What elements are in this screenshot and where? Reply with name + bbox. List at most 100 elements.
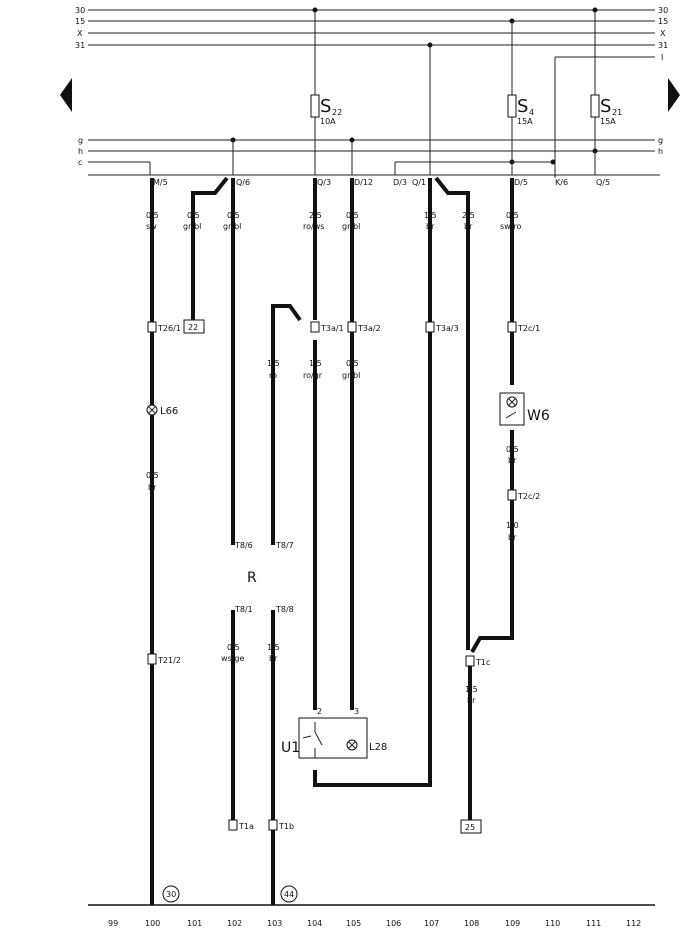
connector-t8-6: T8/6 (234, 541, 253, 550)
wire-color-103b: br (269, 654, 278, 663)
wire-size-100: 0,5 (146, 211, 159, 220)
thick-wires (150, 176, 514, 905)
fuse-s22-name: S (320, 96, 331, 117)
right-arrow-icon[interactable] (668, 78, 680, 112)
wire-size-103b: 1,5 (267, 643, 280, 652)
bus-label-h-left: h (78, 147, 83, 156)
w6-wire-color: br (508, 456, 517, 465)
bus-label-g-left: g (78, 136, 83, 145)
fuse-s4-name: S (517, 96, 528, 117)
connector-t3a-3-label: T3a/3 (435, 324, 459, 333)
wire-size-105: 0,5 (346, 211, 359, 220)
grid-106: 106 (386, 919, 401, 928)
bus-label-c-left: c (78, 158, 82, 167)
lamp-l28-icon (346, 739, 358, 751)
box-22 (183, 319, 205, 334)
bus-label-30-right: 30 (658, 6, 668, 15)
l66-wire-color: br (148, 483, 157, 492)
bus-feeds (149, 45, 596, 175)
bus-label-g-right: g (658, 136, 663, 145)
connector-t1c-label: T1c (475, 658, 490, 667)
wire-color-105: gr/bl (342, 222, 360, 231)
component-u1-label: U1 (281, 740, 300, 756)
connector-t1a (228, 819, 238, 831)
connector-t3a-2-label: T3a/2 (357, 324, 381, 333)
conn-d5: D/5 (514, 178, 528, 187)
box-22-label: 22 (188, 323, 198, 332)
wire-color-107: br (426, 222, 435, 231)
connector-t3a-3 (425, 321, 435, 333)
bus-label-31-right: 31 (658, 41, 668, 50)
wire-color-100: sw (146, 222, 157, 231)
connector-t3a-1-label: T3a/1 (320, 324, 344, 333)
wire-color-109: sw/ro (500, 222, 522, 231)
grid-112: 112 (626, 919, 641, 928)
conn-q6: Q/6 (236, 178, 250, 187)
wire-size-105b: 0,5 (346, 359, 359, 368)
wire-color-108: br (464, 222, 473, 231)
conn-k6: K/6 (555, 178, 568, 187)
grid-102: 102 (227, 919, 242, 928)
wire-size-108: 2,5 (462, 211, 475, 220)
connector-t2c-1-label: T2c/1 (517, 324, 540, 333)
left-arrow-icon[interactable] (60, 78, 72, 112)
u1-pin-1: 1 (313, 769, 318, 778)
junction-dots (230, 7, 598, 165)
component-u1-l28 (298, 717, 368, 759)
grid-105: 105 (346, 919, 361, 928)
fuse-s4-sub: 4 (529, 108, 534, 117)
wire-size-101: 0,5 (187, 211, 200, 220)
box-25-label: 25 (465, 823, 475, 832)
ground-44-icon (280, 885, 298, 903)
l28-pin-3: 3 (354, 707, 359, 716)
conn-d12: D/12 (354, 178, 373, 187)
wire-size-104b: 1,5 (309, 359, 322, 368)
fuse-s4-rating: 15A (517, 117, 533, 126)
ground-44-label: 44 (284, 890, 294, 899)
connector-t1a-label: T1a (238, 822, 254, 831)
fuse-s21 (590, 10, 600, 175)
t1c-wire-color: br (467, 696, 476, 705)
conn-q1: Q/1 (412, 178, 426, 187)
t1c-wire-size: 1,5 (465, 685, 478, 694)
wire-color-103: ro (269, 371, 277, 380)
grid-104: 104 (307, 919, 322, 928)
wire-size-104: 2,5 (309, 211, 322, 220)
grid-100: 100 (145, 919, 160, 928)
fuse-s21-name: S (600, 96, 611, 117)
connector-t8-7: T8/7 (275, 541, 294, 550)
relay-r-label: R (247, 570, 257, 586)
conn-m5: M/5 (153, 178, 168, 187)
wire-color-102b: ws/ge (221, 654, 244, 663)
connector-t2c-2-label: T2c/2 (517, 492, 540, 501)
grid-108: 108 (464, 919, 479, 928)
connector-t1c (465, 655, 475, 667)
component-w6-label: W6 (527, 408, 550, 424)
wire-size-103: 1,5 (267, 359, 280, 368)
fuse-s21-sub: 21 (612, 108, 622, 117)
bus-label-x-right: X (660, 29, 666, 38)
bus-label-x-left: X (77, 29, 83, 38)
lamp-l66-label: L66 (160, 406, 178, 417)
fuse-s22-rating: 10A (320, 117, 336, 126)
lamp-w6-icon (505, 396, 518, 419)
w6-wire-size: 0,5 (506, 445, 519, 454)
conn-d3: D/3 (393, 178, 407, 187)
connector-t26-1-label: T26/1 (157, 324, 181, 333)
u1-pin-2: 2 (317, 707, 322, 716)
bus-label-h-right: h (658, 147, 663, 156)
l66-wire-size: 0,5 (146, 471, 159, 480)
switch-u1-icon (302, 722, 323, 758)
bus-label-15-left: 15 (75, 17, 85, 26)
top-bus-lines (88, 9, 655, 178)
wire-color-105b: gr/bl (342, 371, 360, 380)
ground-30-icon (162, 885, 180, 903)
wire-size-109: 0,5 (506, 211, 519, 220)
grid-101: 101 (187, 919, 202, 928)
wire-color-102: gr/bl (223, 222, 241, 231)
wire-size-107: 1,5 (424, 211, 437, 220)
bus-label-31-left: 31 (75, 41, 85, 50)
ground-30-label: 30 (166, 890, 176, 899)
wire-size-102: 0,5 (227, 211, 240, 220)
